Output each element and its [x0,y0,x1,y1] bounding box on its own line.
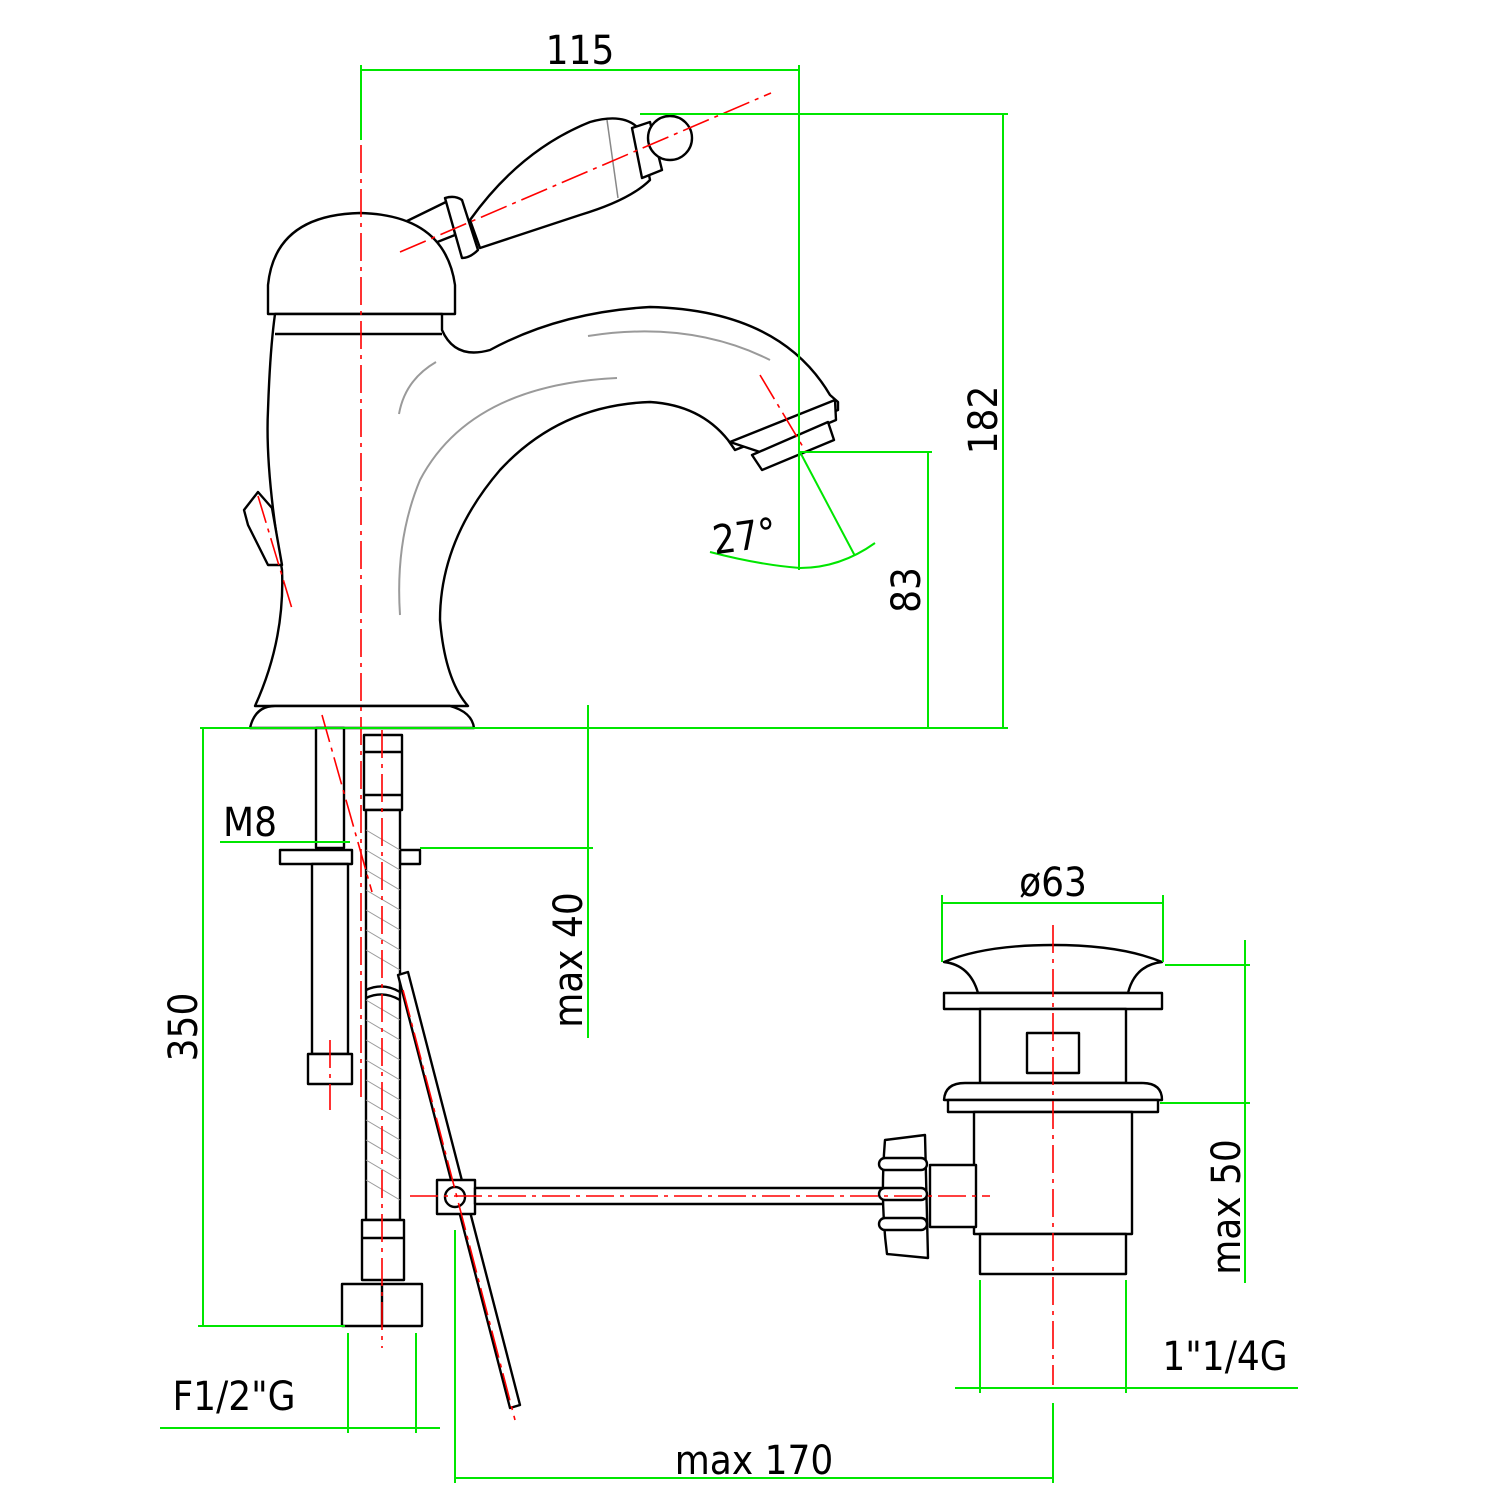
dim-115: 115 [546,28,615,74]
dim-waste-thread: 1"1/4G [1162,1334,1287,1380]
dim-182: 182 [961,386,1007,455]
dim-m8: M8 [223,800,277,846]
pop-up-waste [877,943,1164,1276]
dim-angle-27: 27° [710,510,780,564]
dim-diameter-63: ø63 [1019,860,1087,906]
dim-max-170: max 170 [675,1438,834,1484]
dim-max-50: max 50 [1204,1139,1250,1275]
dim-inlet-thread: F1/2"G [172,1374,295,1420]
centerlines [257,92,1054,1421]
dimension-labels: 115 182 83 27° M8 max 40 350 ø63 max 50 … [161,28,1288,1484]
dim-83: 83 [884,567,930,613]
faucet-body [242,114,840,730]
dim-350: 350 [161,993,207,1062]
dim-max-40: max 40 [546,892,592,1028]
dimension-lines [160,65,1298,1483]
fixing-and-hoses [278,726,887,1410]
